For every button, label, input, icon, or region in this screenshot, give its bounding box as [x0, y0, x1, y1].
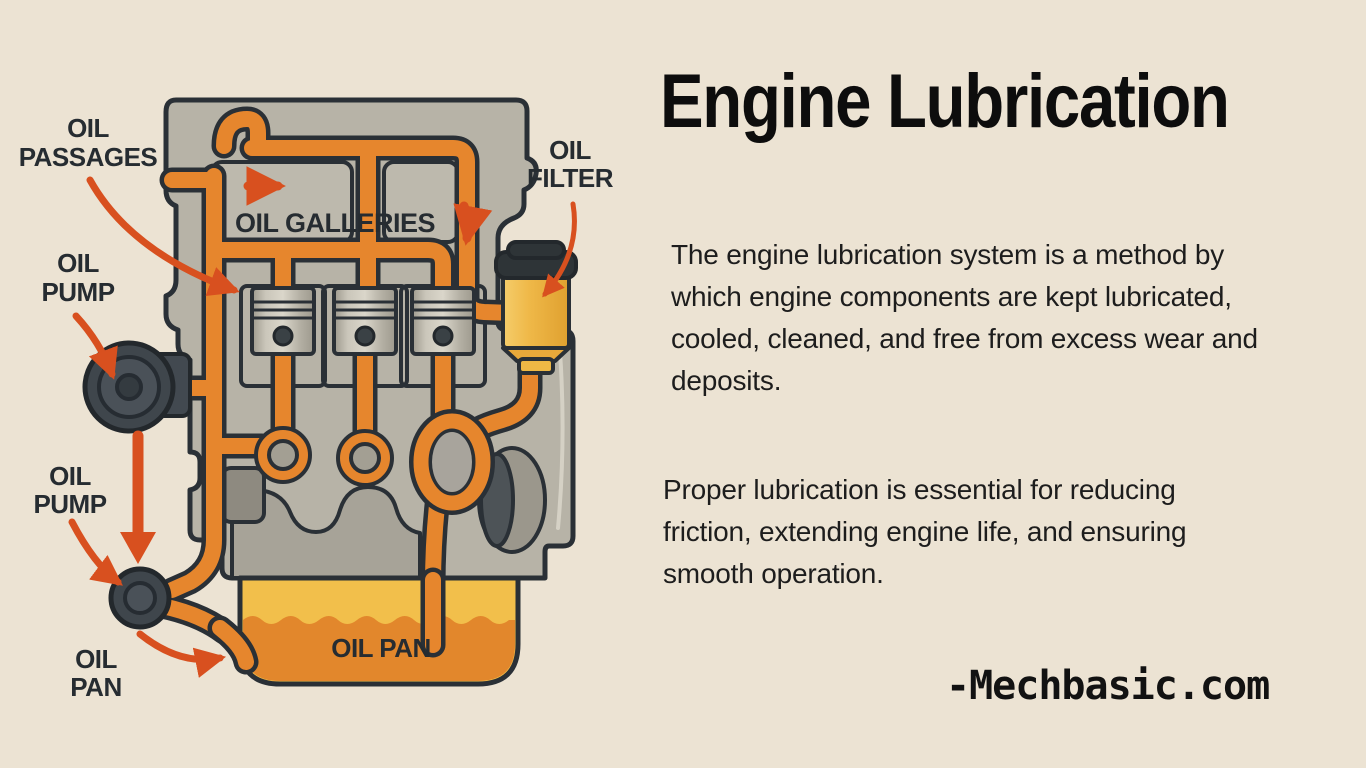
- oil-pump-upper-arrow: [72, 312, 118, 380]
- piston-1-body: [250, 286, 316, 356]
- paragraph-definition-line: deposits.: [671, 365, 782, 396]
- piston-2-pin: [354, 325, 376, 347]
- page-title: Engine Lubrication: [660, 59, 1230, 144]
- oil-filter-nipple: [517, 357, 555, 375]
- pistons: [250, 286, 476, 356]
- oil-pump-upper-hub: [115, 373, 143, 401]
- oil-pump-lower-hub: [123, 581, 157, 615]
- oil-filter-arrow: [542, 201, 577, 298]
- oil-pump-lower-label-line2: PUMP: [33, 489, 106, 519]
- piston-3: [410, 286, 476, 356]
- diagram-labels: OIL PASSAGES OIL PUMP OIL PUMP OIL PAN O…: [19, 113, 615, 702]
- oil-pan: [237, 575, 521, 687]
- paragraph-definition-line: cooled, cleaned, and free from excess we…: [671, 323, 1258, 354]
- oil-passages-label-line2: PASSAGES: [19, 142, 158, 172]
- paragraph-importance-line: smooth operation.: [663, 558, 884, 589]
- piston-1-rings: [252, 300, 314, 320]
- oil-pan-side-label-line2: PAN: [70, 672, 121, 702]
- piston-3-body: [410, 286, 476, 356]
- oil-pump-lower-arrow: [68, 518, 123, 586]
- oil-passages-arrow: [86, 176, 240, 297]
- paragraph-importance-line: Proper lubrication is essential for redu…: [663, 474, 1176, 505]
- paragraph-importance-line: friction, extending engine life, and ens…: [663, 516, 1187, 547]
- oil-pan-oil: [243, 616, 515, 681]
- piston-3-rings: [412, 300, 474, 320]
- paragraph-definition-line: which engine components are kept lubrica…: [671, 281, 1232, 312]
- oil-filter-cap-top: [506, 240, 566, 260]
- oil-pumps: [82, 340, 192, 630]
- engine-lubrication-diagram: OIL PASSAGES OIL PUMP OIL PUMP OIL PAN O…: [19, 97, 615, 702]
- oil-filter-taper: [501, 346, 571, 363]
- piston-3-pin: [432, 325, 454, 347]
- rod-bearings: [254, 409, 495, 515]
- piston-2-rings: [334, 300, 396, 320]
- oil-filter-label-line2: FILTER: [527, 163, 614, 193]
- pickup-tube: [212, 620, 254, 670]
- oil-pan-side-label-line1: OIL: [75, 644, 117, 674]
- block-highlight: [556, 350, 565, 530]
- callout-arrows: [68, 166, 577, 678]
- rod-bearing-2-journal: [349, 442, 381, 474]
- paragraph-definition-line: The engine lubrication system is a metho…: [671, 239, 1225, 270]
- piston-2: [332, 286, 398, 356]
- oil-pan-inner-label: OIL PAN: [331, 633, 431, 663]
- pump-flow-arrow-head: [120, 532, 156, 564]
- crank-boss: [220, 466, 266, 524]
- oil-pump-lower-label-line1: OIL: [49, 461, 91, 491]
- oil-pan-arrow: [136, 630, 227, 678]
- oil-pump-upper-label-line2: PUMP: [41, 277, 114, 307]
- oil-pump-upper-label-line1: OIL: [57, 248, 99, 278]
- attribution: -Mechbasic.com: [946, 663, 1270, 709]
- rod-3-opening: [432, 432, 472, 492]
- oil-filter-body: [501, 272, 571, 350]
- oil-filter-label-line1: OIL: [549, 135, 591, 165]
- oil-passages-label-line1: OIL: [67, 113, 109, 143]
- piston-2-body: [332, 286, 398, 356]
- piston-1-pin: [272, 325, 294, 347]
- paragraph-definition: The engine lubrication system is a metho…: [671, 234, 1258, 402]
- rod-3-fork: [413, 413, 491, 511]
- gallery-down-flow-arrow: [453, 201, 493, 246]
- piston-1: [250, 286, 316, 356]
- rod-bearing-1-journal: [267, 439, 299, 471]
- oil-galleries-label: OIL GALLERIES: [235, 208, 435, 238]
- pipes-into-pan: [207, 567, 446, 675]
- paragraph-importance: Proper lubrication is essential for redu…: [663, 469, 1187, 595]
